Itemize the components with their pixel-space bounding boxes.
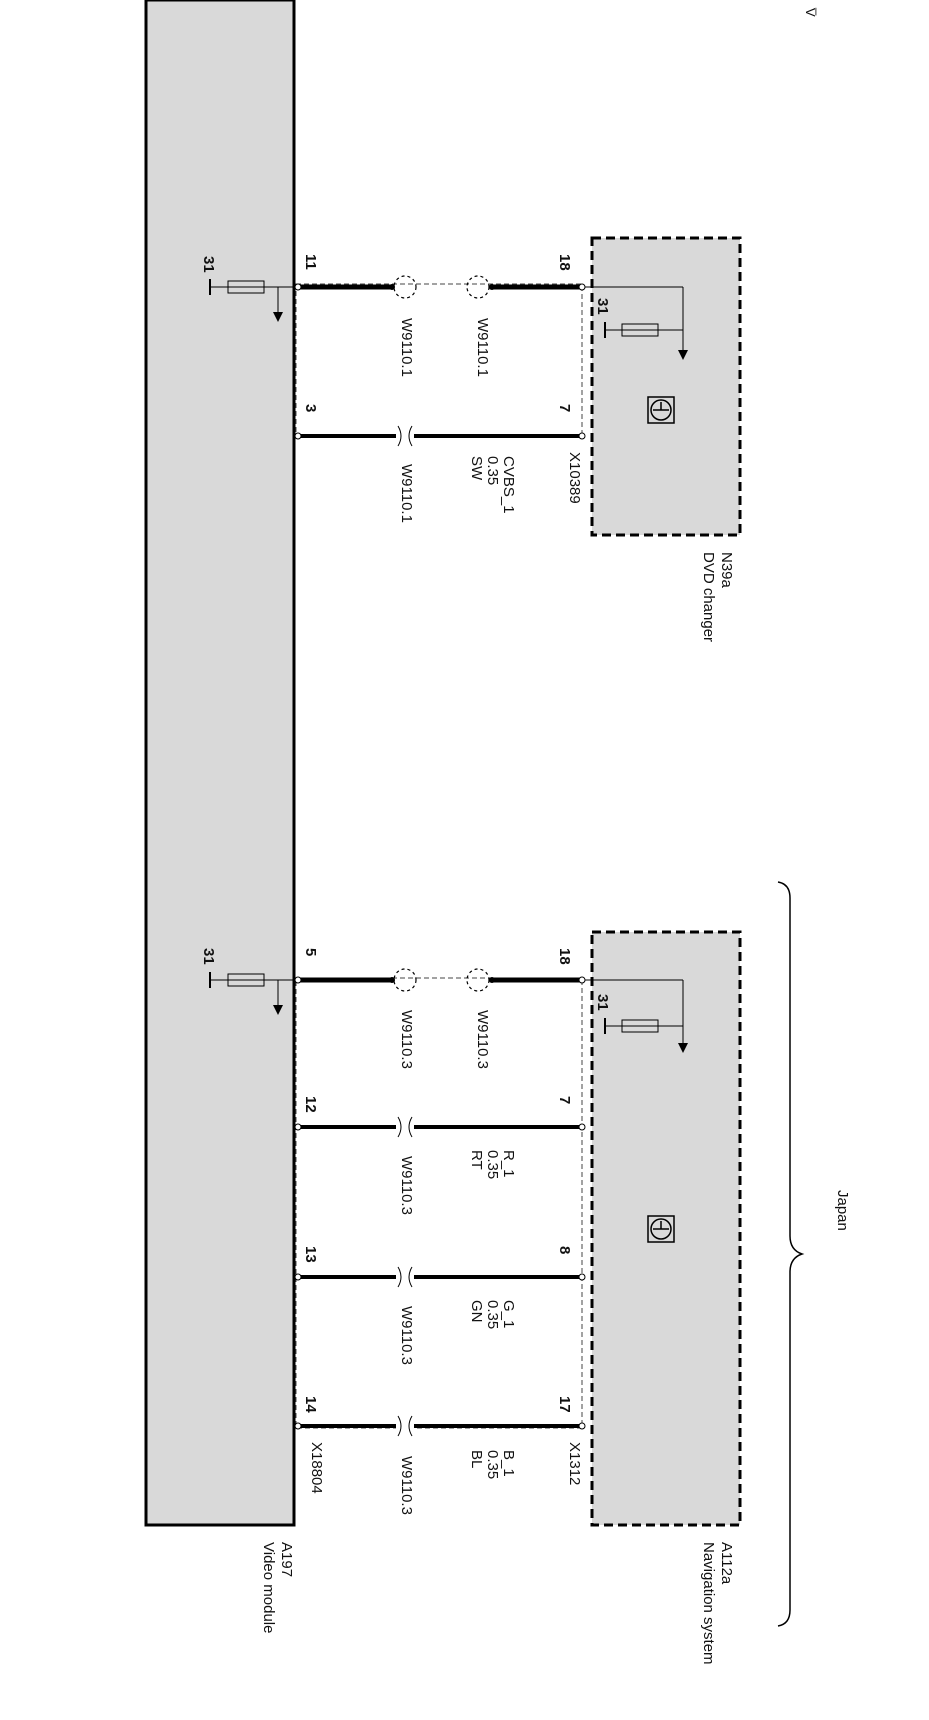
nav-b-signal: B_1 [500,1450,517,1477]
nav-b-color: BL [468,1450,485,1468]
nav-shield-open-end-a [393,968,417,992]
nav-g-signal: G_1 [500,1300,517,1328]
video-module-id: A197 [278,1542,295,1577]
dvd-connector: X10389 [566,452,583,504]
video-module-label: A197 Video module [260,1542,295,1633]
nav-r-ref: W9110.3 [398,1156,415,1215]
japan-label: Japan [834,1190,851,1231]
corner-mark: _V [803,7,830,17]
dvd-device-icon [647,396,675,424]
nav-module-ground-resistor [209,972,298,1015]
nav-shield-ref-b: W9110.3 [474,1010,491,1069]
nav-shield-pin-module: 5 [302,948,319,956]
dvd-cvbs-pin-device: 7 [556,404,573,412]
dvd-shield-ref-b: W9110.1 [474,318,491,377]
navigation-device-icon [647,1215,675,1243]
nav-g-pin-device: 8 [556,1246,573,1254]
video-module-box [144,0,296,1527]
nav-shield-pin-device: 18 [556,948,573,965]
dvd-shield-ref-a: W9110.1 [398,318,415,377]
dvd-cvbs-color: SW [468,456,485,481]
nav-r-spec: R_1 0.35 RT [468,1150,517,1179]
navigation-name: Navigation system [700,1542,717,1665]
dvd-shield-outline [295,283,583,437]
japan-brace [777,881,805,1627]
dvd-changer-label: N39a DVD changer [700,552,735,642]
video-module-connector: X18804 [308,1442,325,1494]
corner-mark-text: _V [803,7,830,17]
nav-r-pin-module: 12 [302,1096,319,1113]
nav-r-pin-device: 7 [556,1096,573,1104]
video-module-name: Video module [260,1542,277,1633]
nav-g-pin-module: 13 [302,1246,319,1263]
dvd-changer-name: DVD changer [700,552,717,642]
dvd-module-ground-label: 31 [200,256,217,273]
nav-b-spec: B_1 0.35 BL [468,1450,517,1479]
dvd-cvbs-break [396,425,414,447]
nav-module-ground-label: 31 [200,948,217,965]
nav-shield-ref-a: W9110.3 [398,1010,415,1069]
nav-shield-open-end-b [466,968,490,992]
dvd-cvbs-pin-module: 3 [302,404,319,412]
nav-device-ground-label: 31 [594,994,611,1011]
nav-g-break [396,1266,414,1288]
nav-b-size: 0.35 [484,1450,501,1479]
nav-b-ref: W9110.3 [398,1456,415,1515]
dvd-shield-open-end-b [466,275,490,299]
dvd-cvbs-ref: W9110.1 [398,464,415,523]
nav-r-signal: R_1 [500,1150,517,1178]
dvd-cvbs-signal: CVBS_1 [500,456,517,514]
dvd-shield-pin-module: 11 [302,254,319,270]
dvd-module-ground-resistor [209,279,298,322]
nav-b-break [396,1415,414,1437]
nav-b-pin-module: 14 [302,1396,319,1413]
video-module-connector-label: X18804 [308,1442,325,1494]
nav-r-size: 0.35 [484,1150,501,1179]
dvd-shield-pin-device: 18 [556,254,573,271]
navigation-connector-label: X1312 [566,1442,583,1485]
navigation-label: A112a Navigation system [700,1542,735,1665]
nav-b-pin-device: 17 [556,1396,573,1413]
nav-g-color: GN [468,1300,485,1323]
nav-device-ground-resistor [582,979,688,1053]
dvd-changer-id: N39a [718,552,735,589]
dvd-cvbs-size: 0.35 [484,456,501,485]
dvd-device-ground-label: 31 [594,298,611,315]
navigation-id: A112a [718,1542,735,1585]
nav-r-color: RT [468,1150,485,1170]
dvd-device-ground-resistor [582,286,688,360]
terminal-marks [294,283,586,1430]
dvd-cvbs-spec: CVBS_1 0.35 SW [468,456,517,514]
navigation-connector: X1312 [566,1442,583,1485]
nav-shield-outline [295,977,583,1429]
nav-r-break [396,1116,414,1138]
nav-g-size: 0.35 [484,1300,501,1329]
nav-g-spec: G_1 0.35 GN [468,1300,517,1329]
dvd-shield-open-end-a [393,275,417,299]
dvd-changer-box [590,236,742,537]
dvd-connector-label: X10389 [566,452,583,504]
japan-label-group: Japan [834,1190,851,1231]
nav-g-ref: W9110.3 [398,1306,415,1365]
